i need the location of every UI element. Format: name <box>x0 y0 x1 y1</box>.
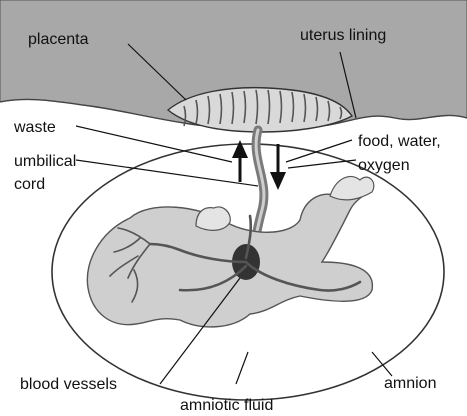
label-cord: cord <box>14 176 45 193</box>
label-blood-vessels: blood vessels <box>20 376 117 393</box>
label-amnion: amnion <box>384 375 436 392</box>
fetus-hand <box>196 207 230 230</box>
label-placenta: placenta <box>28 31 89 48</box>
label-uterus-lining: uterus lining <box>300 27 386 44</box>
label-amniotic-fluid: amniotic fluid <box>180 397 273 414</box>
label-oxygen: oxygen <box>358 157 410 174</box>
leader-waste <box>76 126 232 162</box>
label-waste: waste <box>13 119 56 136</box>
label-food-water: food, water, <box>358 133 441 150</box>
label-umbilical: umbilical <box>14 153 76 170</box>
